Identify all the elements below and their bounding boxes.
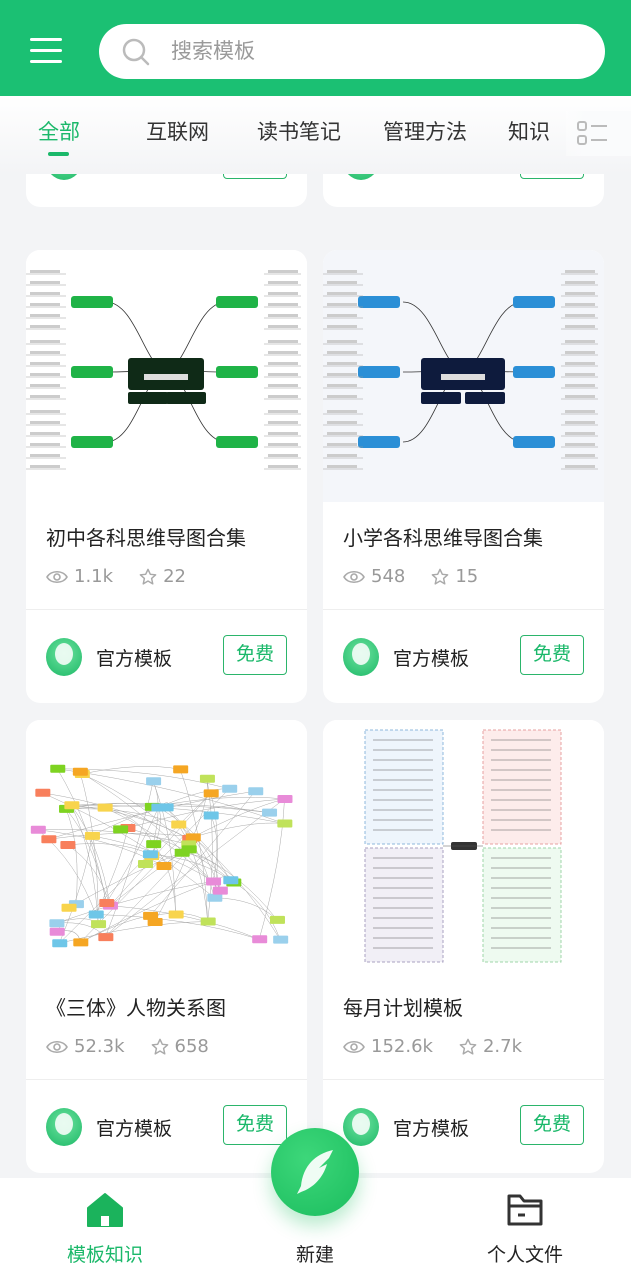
tab-knowledge[interactable]: 知识 <box>508 120 550 144</box>
author-label: 官方模板 <box>393 1118 470 1140</box>
official-logo-icon <box>46 174 82 180</box>
card-stats: 152.6k 2.7k <box>343 1036 548 1057</box>
template-card[interactable]: 官方模板 免费 <box>323 174 604 207</box>
eye-icon <box>46 1040 68 1053</box>
template-card[interactable]: 每月计划模板 152.6k 2.7k 官方模板 免费 <box>323 720 604 1173</box>
view-count: 52.3k <box>74 1036 125 1057</box>
card-title: 初中各科思维导图合集 <box>46 526 246 550</box>
free-button[interactable]: 免费 <box>520 174 584 179</box>
template-feed: 官方模板 免费 官方模板 免费 初中各科思维导图合集 1.1k 22 官方模板 … <box>0 174 631 1178</box>
star-count: 22 <box>163 566 186 587</box>
card-footer: 官方模板 免费 <box>323 610 604 703</box>
template-card[interactable]: 官方模板 免费 <box>26 174 307 207</box>
star-count: 658 <box>174 1036 209 1057</box>
card-title: 《三体》人物关系图 <box>46 996 226 1020</box>
category-tabs: 全部 互联网 读书笔记 管理方法 知识 <box>0 96 631 174</box>
author-label: 官方模板 <box>393 174 469 175</box>
card-title: 小学各科思维导图合集 <box>343 526 543 550</box>
free-button[interactable]: 免费 <box>520 1105 584 1145</box>
nav-files[interactable]: 个人文件 <box>445 1178 605 1280</box>
divider <box>26 1079 307 1080</box>
template-thumbnail[interactable] <box>323 720 604 972</box>
eye-icon <box>343 570 365 583</box>
official-logo-icon <box>46 1108 82 1146</box>
card-stats: 52.3k 658 <box>46 1036 235 1057</box>
card-title: 每月计划模板 <box>343 996 463 1020</box>
official-logo-icon <box>343 174 379 180</box>
free-button[interactable]: 免费 <box>223 174 287 179</box>
star-icon <box>139 568 157 585</box>
card-footer: 官方模板 免费 <box>26 610 307 703</box>
card-stats: 548 15 <box>343 566 504 587</box>
card-footer: 官方模板 免费 <box>26 174 307 207</box>
official-logo-icon <box>343 1108 379 1146</box>
template-thumbnail[interactable] <box>323 250 604 502</box>
author-label: 官方模板 <box>96 648 173 670</box>
card-footer: 官方模板 免费 <box>26 1080 307 1173</box>
card-footer: 官方模板 免费 <box>323 174 604 207</box>
card-stats: 1.1k 22 <box>46 566 212 587</box>
view-count: 1.1k <box>74 566 114 587</box>
author-label: 官方模板 <box>96 1118 173 1140</box>
view-count: 548 <box>371 566 406 587</box>
new-document-button[interactable] <box>271 1128 359 1216</box>
star-icon <box>151 1038 168 1055</box>
star-count: 15 <box>455 566 479 587</box>
star-count: 2.7k <box>482 1036 523 1057</box>
nav-templates[interactable]: 模板知识 <box>25 1178 185 1280</box>
free-button[interactable]: 免费 <box>520 635 584 675</box>
tab-reading-notes[interactable]: 读书笔记 <box>257 120 341 144</box>
tab-all[interactable]: 全部 <box>38 120 80 144</box>
template-thumbnail[interactable] <box>26 250 307 502</box>
active-tab-indicator <box>48 152 69 156</box>
divider <box>323 609 604 610</box>
template-card[interactable]: 小学各科思维导图合集 548 15 官方模板 免费 <box>323 250 604 703</box>
card-footer: 官方模板 免费 <box>323 1080 604 1173</box>
author-label: 官方模板 <box>393 648 470 670</box>
free-button[interactable]: 免费 <box>223 1105 287 1145</box>
search-bar[interactable] <box>99 24 605 79</box>
eye-icon <box>46 570 68 583</box>
author-label: 官方模板 <box>96 174 172 175</box>
folder-icon <box>507 1194 543 1226</box>
home-icon <box>87 1193 123 1227</box>
star-icon <box>431 568 449 585</box>
divider <box>26 609 307 610</box>
all-categories-button[interactable] <box>566 111 631 156</box>
official-logo-icon <box>46 638 82 676</box>
star-icon <box>459 1038 477 1055</box>
official-logo-icon <box>343 638 379 676</box>
tab-management[interactable]: 管理方法 <box>383 120 467 144</box>
free-button[interactable]: 免费 <box>223 635 287 675</box>
template-thumbnail[interactable] <box>26 720 307 972</box>
template-card[interactable]: 初中各科思维导图合集 1.1k 22 官方模板 免费 <box>26 250 307 703</box>
eye-icon <box>343 1040 365 1053</box>
nav-new[interactable]: 新建 <box>295 1244 334 1266</box>
template-card[interactable]: 《三体》人物关系图 52.3k 658 官方模板 免费 <box>26 720 307 1173</box>
feather-icon <box>297 1150 333 1194</box>
category-list-icon <box>577 121 607 145</box>
menu-button[interactable] <box>30 38 62 64</box>
view-count: 152.6k <box>371 1036 433 1057</box>
tab-internet[interactable]: 互联网 <box>146 120 209 144</box>
divider <box>323 1079 604 1080</box>
search-input[interactable] <box>171 34 571 68</box>
top-bar <box>0 0 631 96</box>
search-icon <box>122 38 150 66</box>
